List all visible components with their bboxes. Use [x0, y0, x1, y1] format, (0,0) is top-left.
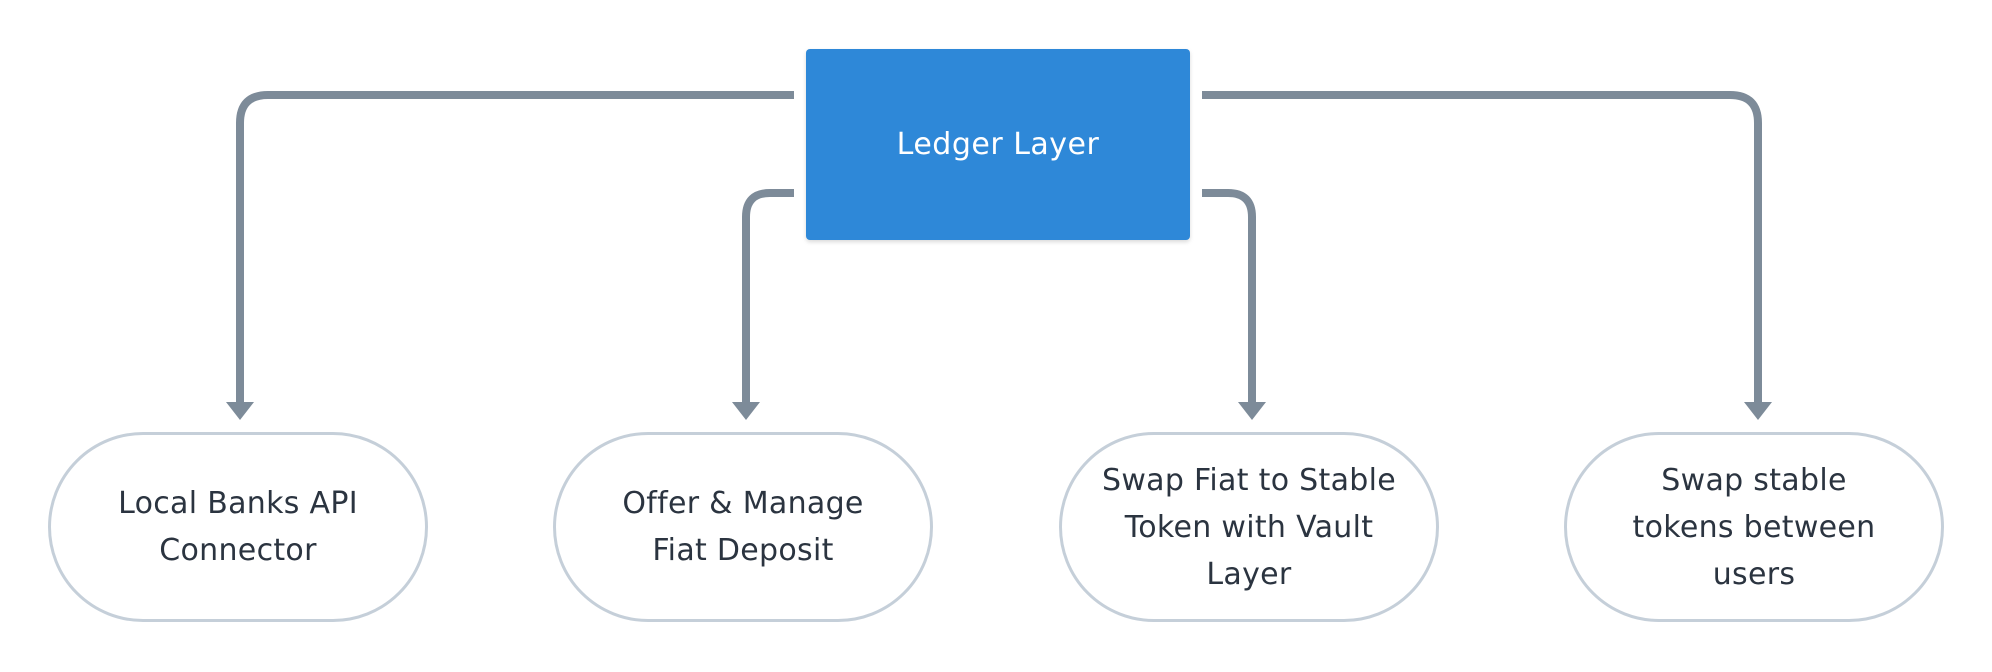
- swap-stable-tokens-label: Swap stable tokens between users: [1632, 462, 1876, 592]
- connector-root-to-swap-fiat: [1202, 189, 1256, 402]
- offer-manage-fiat-deposit-label: Offer & Manage Fiat Deposit: [622, 486, 864, 568]
- connector-root-to-fiat-deposit: [742, 189, 794, 402]
- swap-stable-tokens-node: Swap stable tokens between users: [1564, 432, 1944, 622]
- swap-fiat-to-stable-token-label: Swap Fiat to Stable Token with Vault Lay…: [1102, 462, 1397, 592]
- connector-root-to-swap-stable: [1202, 91, 1762, 402]
- arrowhead-swap-stable: [1744, 402, 1772, 420]
- arrowhead-swap-fiat: [1238, 402, 1266, 420]
- arrowhead-fiat-deposit: [732, 402, 760, 420]
- offer-manage-fiat-deposit-node: Offer & Manage Fiat Deposit: [553, 432, 933, 622]
- local-banks-api-connector-node: Local Banks API Connector: [48, 432, 428, 622]
- swap-fiat-to-stable-token-node: Swap Fiat to Stable Token with Vault Lay…: [1059, 432, 1439, 622]
- arrowhead-local-banks: [226, 402, 254, 420]
- connector-root-to-local-banks: [236, 91, 794, 402]
- ledger-layer-label: Ledger Layer: [896, 127, 1100, 162]
- local-banks-api-connector-label: Local Banks API Connector: [118, 486, 358, 568]
- ledger-layer-node: Ledger Layer: [806, 49, 1190, 240]
